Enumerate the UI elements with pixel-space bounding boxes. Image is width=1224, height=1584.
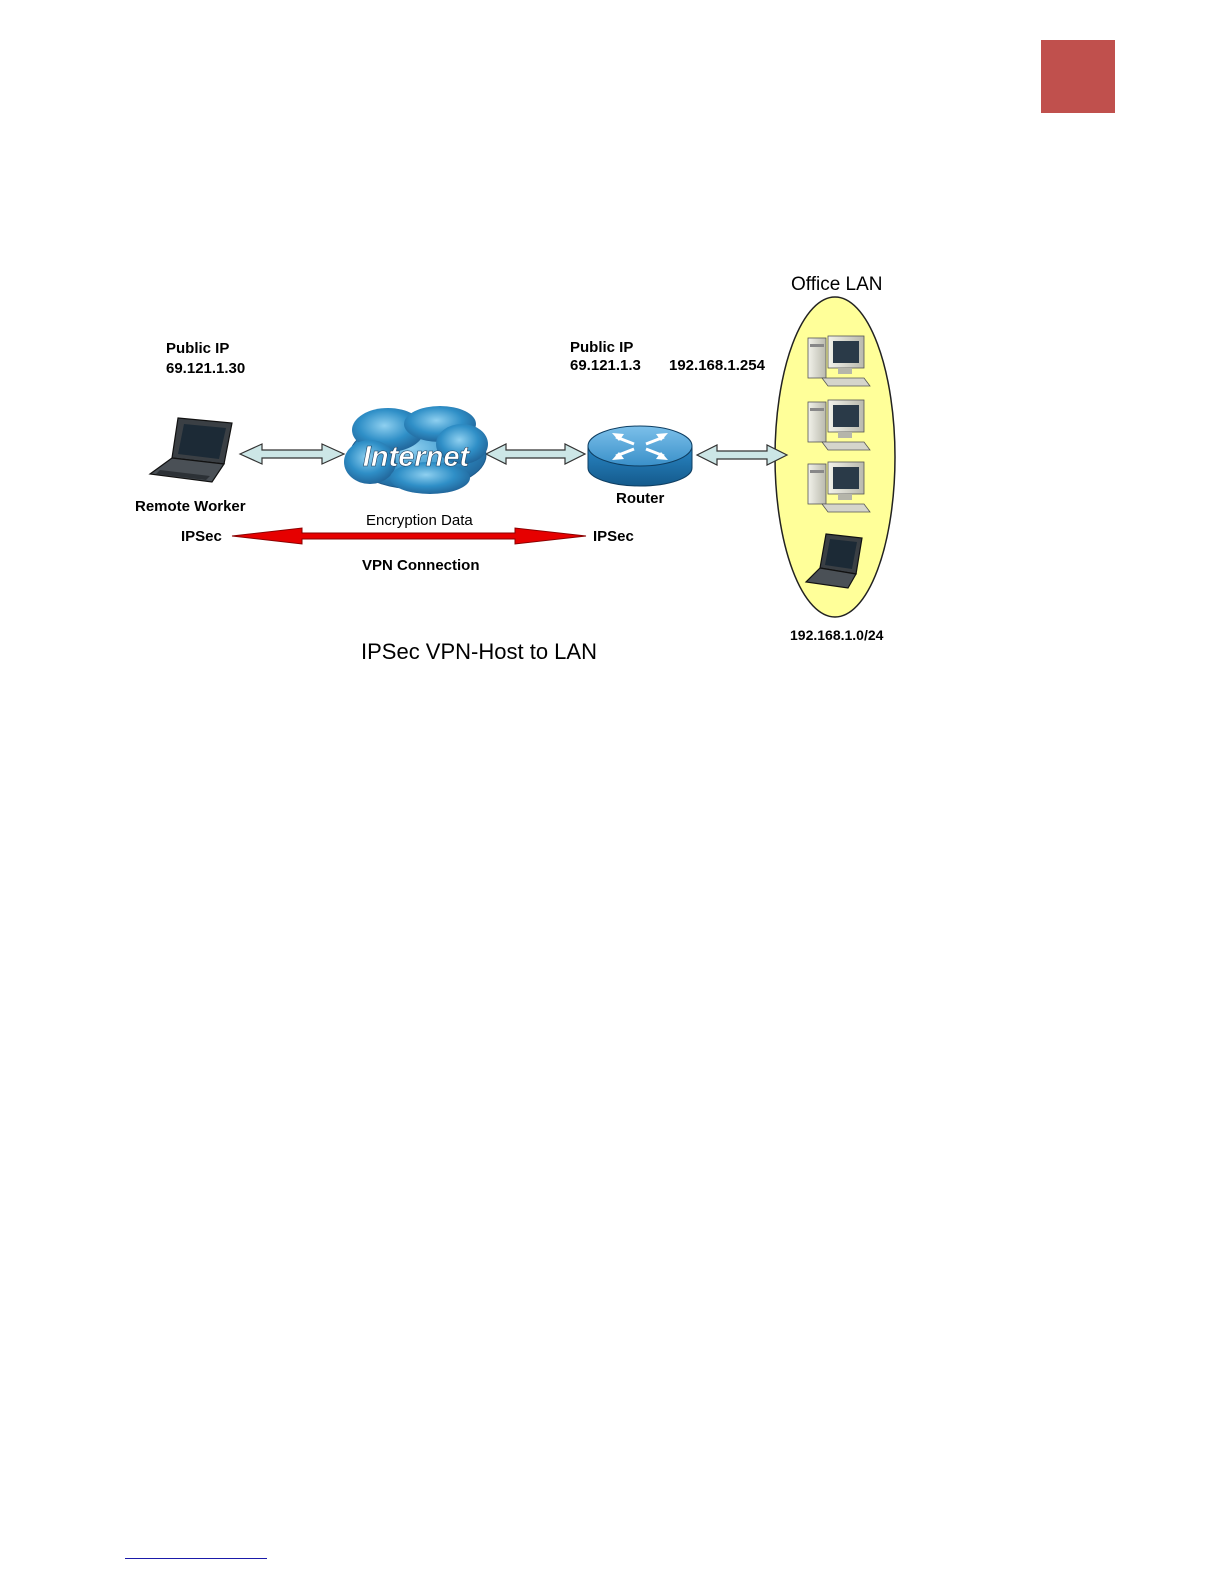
vpn-connection-label: VPN Connection <box>362 557 480 575</box>
router-icon <box>588 426 692 486</box>
router-public-ip-title: Public IP <box>570 339 633 357</box>
router-label: Router <box>616 490 664 508</box>
vpn-tunnel-arrow <box>232 528 586 544</box>
subnet-label: 192.168.1.0/24 <box>790 626 883 644</box>
router-public-ip-value: 69.121.1.3 <box>570 357 641 375</box>
ipsec-right-label: IPSec <box>593 528 634 546</box>
ipsec-left-label: IPSec <box>181 528 222 546</box>
footnote-separator <box>125 1558 267 1559</box>
remote-public-ip-title: Public IP <box>166 340 229 358</box>
internet-label: Internet <box>363 441 471 473</box>
encryption-data-label: Encryption Data <box>366 512 473 530</box>
link-arrow-internet-router <box>486 444 585 464</box>
office-lan-label: Office LAN <box>791 274 883 296</box>
remote-public-ip-value: 69.121.1.30 <box>166 360 245 378</box>
link-arrow-remote-internet <box>240 444 344 464</box>
diagram-caption: IPSec VPN-Host to LAN <box>361 639 597 665</box>
router-lan-ip-value: 192.168.1.254 <box>669 357 765 375</box>
link-arrow-router-lan <box>697 445 787 465</box>
remote-worker-label: Remote Worker <box>135 498 246 516</box>
remote-laptop-icon <box>150 418 232 482</box>
